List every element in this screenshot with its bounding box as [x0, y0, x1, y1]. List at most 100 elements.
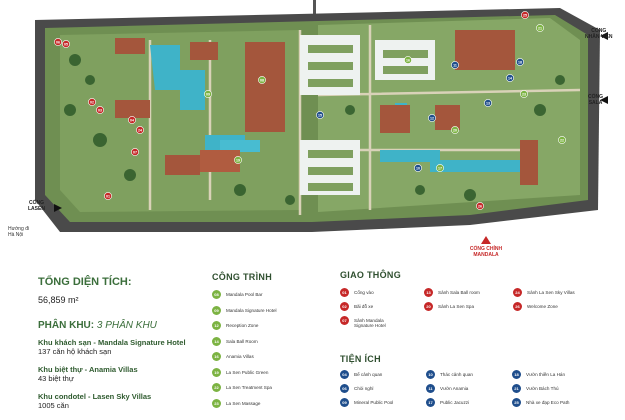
svg-text:06: 06 [56, 40, 60, 44]
gate-sala-label: CỔNG SALA [588, 94, 603, 106]
map-marker-05: 05 [62, 40, 70, 48]
pool-anamia [380, 150, 520, 172]
zone-name: Khu condotel - Lasen Sky Villas [38, 392, 152, 401]
map-marker-07: 07 [131, 148, 139, 156]
map-marker-25: 25 [521, 11, 529, 19]
svg-text:09: 09 [206, 92, 210, 96]
svg-text:20: 20 [453, 128, 457, 132]
gate-main-label: CỔNG CHÍNH MANDALA [469, 246, 503, 258]
svg-text:19: 19 [236, 158, 240, 162]
legend-badge: 24 [513, 288, 522, 297]
legend-badge: 19 [212, 367, 221, 377]
legend-label: Bãi đỗ xe [354, 304, 374, 309]
arrow-main-gate [481, 236, 491, 244]
map-markers: 0102030405060708091011121314151617181920… [54, 11, 566, 210]
map-marker-14: 14 [506, 74, 514, 82]
legend-label: Reception Zone [226, 323, 259, 328]
map-marker-09: 09 [204, 90, 212, 98]
legend-label: Mandala Pool Bar [226, 292, 263, 297]
svg-text:13: 13 [486, 101, 490, 105]
zone-detail: 1005 căn [38, 401, 69, 410]
svg-text:10: 10 [416, 166, 420, 170]
legend-badge: 12 [212, 321, 221, 330]
legend-badge: 20 [424, 302, 433, 311]
map-marker-19: 19 [234, 156, 242, 164]
map-marker-02: 02 [88, 98, 96, 106]
map-marker-04: 04 [128, 116, 136, 124]
legend-item-tienich-17: 17 Public Jacuzzi [426, 398, 469, 407]
legend-label: Nhà xe đạp Eco Path [526, 400, 570, 405]
zones-title-label: PHÂN KHU: [38, 320, 95, 331]
legend-label: Bể cảnh quan [354, 372, 383, 377]
roof-5 [200, 150, 240, 172]
svg-text:17: 17 [438, 166, 442, 170]
svg-text:15: 15 [318, 113, 322, 117]
legend-badge: 16 [212, 352, 221, 361]
legend-badge: 13 [424, 288, 433, 297]
legend-item-congtrinh-16: 16 Anamia Villas [212, 352, 254, 361]
svg-text:12: 12 [430, 116, 434, 120]
map-marker-01: 01 [104, 192, 112, 200]
legend-label: Sảnh Sala Ball room [438, 290, 480, 295]
legend-badge: 01 [340, 288, 349, 297]
svg-text:23: 23 [522, 92, 526, 96]
map-marker-08: 08 [258, 76, 266, 84]
legend-item-tienich-04: 04 Bể cảnh quan [340, 370, 382, 379]
legend-label: Anamia Villas [226, 354, 254, 359]
map-marker-15: 15 [316, 111, 324, 119]
legend-badge: 17 [426, 398, 435, 407]
arrow-nhanvien [600, 32, 608, 40]
zones-title: PHÂN KHU: 3 PHÂN KHU [38, 320, 157, 331]
villa-grid [308, 45, 428, 191]
legend-tienich-title: TIỆN ÍCH [340, 354, 381, 364]
gate-lasen-label: CỔNG LASEN [28, 200, 45, 212]
map-marker-11: 11 [451, 61, 459, 69]
svg-text:07: 07 [133, 150, 137, 154]
map-marker-23: 23 [520, 90, 528, 98]
legend-label: Welcome Zone [527, 304, 558, 309]
svg-text:08: 08 [260, 78, 264, 82]
legend-label: Vườn thiền La Hán [526, 372, 566, 377]
svg-text:24: 24 [138, 128, 142, 132]
zone-detail: 137 căn hộ khách sạn [38, 347, 112, 356]
roof-3 [115, 100, 150, 118]
map-marker-13: 13 [484, 99, 492, 107]
legend-label: Sảnh Mandala Signature Hotel [354, 318, 386, 328]
map-marker-10: 10 [414, 164, 422, 172]
legend-item-giaothong-13: 13 Sảnh Sala Ball room [424, 288, 480, 297]
legend-label: La Sen Public Green [226, 369, 269, 375]
legend-badge: 04 [340, 370, 349, 379]
svg-text:14: 14 [508, 76, 512, 80]
legend-badge: 09 [212, 305, 221, 315]
map-marker-03: 03 [96, 106, 104, 114]
legend-giaothong-title: GIAO THÔNG [340, 270, 401, 280]
arrow-lasen [54, 204, 62, 212]
roof-4 [165, 155, 200, 175]
svg-text:05: 05 [64, 42, 68, 46]
legend-label: Chòi nghỉ [354, 386, 374, 391]
legend-label: Public Jacuzzi [440, 400, 470, 405]
roof-hotel [245, 42, 285, 132]
legend-label: Sảnh La Sen Spa [438, 304, 475, 309]
svg-text:18: 18 [518, 60, 522, 64]
map-marker-12: 12 [428, 114, 436, 122]
legend-item-congtrinh-19: 19 La Sen Public Green [212, 367, 269, 377]
map-marker-26: 26 [476, 202, 484, 210]
svg-text:04: 04 [130, 118, 134, 122]
map-marker-24: 24 [136, 126, 144, 134]
